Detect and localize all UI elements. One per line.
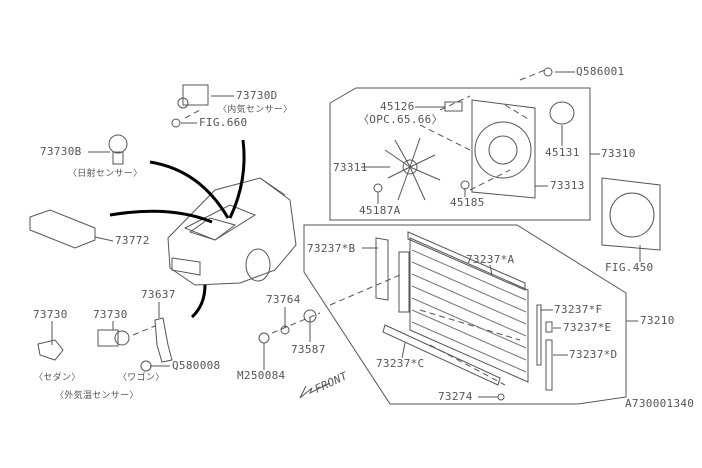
label-73313[interactable]: 73313: [550, 179, 585, 192]
fig450-fan-assembly: [601, 177, 661, 251]
label-73237A[interactable]: 73237*A: [466, 253, 515, 266]
label-73730D[interactable]: 73730D: [236, 89, 278, 102]
label-73237D[interactable]: 73237*D: [569, 348, 618, 361]
label-opc: 〈OPC.65.66〉: [358, 113, 443, 126]
car-illustration: [167, 177, 297, 286]
label-73311[interactable]: 73311: [333, 161, 368, 174]
label-73237C[interactable]: 73237*C: [376, 357, 425, 370]
part-73730D: [182, 84, 209, 106]
label-45126[interactable]: 45126: [380, 100, 415, 113]
label-73274[interactable]: 73274: [438, 390, 473, 403]
front-arrow-icon: [299, 382, 331, 399]
label-73237F[interactable]: 73237*F: [554, 303, 603, 316]
label-wagon: 〈ワゴン〉: [118, 373, 165, 383]
label-73237E[interactable]: 73237*E: [563, 321, 612, 334]
label-m250084[interactable]: M250084: [237, 369, 286, 382]
part-73210-condenser: [409, 237, 529, 383]
part-73311-fan: [384, 137, 441, 201]
part-73313-shroud: [471, 99, 536, 199]
label-q586001[interactable]: Q586001: [576, 65, 625, 78]
label-outside-temp-sensor: 〈外気温センサー〉: [55, 391, 139, 401]
label-fig660[interactable]: FIG.660: [199, 116, 248, 129]
condenser-assembly-box: [303, 224, 627, 405]
label-73637[interactable]: 73637: [141, 288, 176, 301]
label-45185[interactable]: 45185: [450, 196, 485, 209]
label-45131[interactable]: 45131: [545, 146, 580, 159]
label-73730B[interactable]: 73730B: [40, 145, 82, 158]
label-73730-wagon[interactable]: 73730: [93, 308, 128, 321]
label-fig450[interactable]: FIG.450: [605, 261, 654, 274]
diagram-code: A730001340: [625, 397, 695, 410]
label-solar-sensor: 〈日射センサー〉: [68, 169, 143, 179]
label-73310[interactable]: 73310: [601, 147, 636, 160]
label-sedan: 〈セダン〉: [34, 373, 81, 383]
label-45187A[interactable]: 45187A: [359, 204, 401, 217]
label-73730-sedan[interactable]: 73730: [33, 308, 68, 321]
label-73237B[interactable]: 73237*B: [307, 242, 356, 255]
label-73587[interactable]: 73587: [291, 343, 326, 356]
label-inner-sensor: 〈内気センサー〉: [218, 105, 293, 115]
label-73772[interactable]: 73772: [115, 234, 150, 247]
label-73764[interactable]: 73764: [266, 293, 301, 306]
label-73210[interactable]: 73210: [640, 314, 675, 327]
label-q580008[interactable]: Q580008: [172, 359, 221, 372]
